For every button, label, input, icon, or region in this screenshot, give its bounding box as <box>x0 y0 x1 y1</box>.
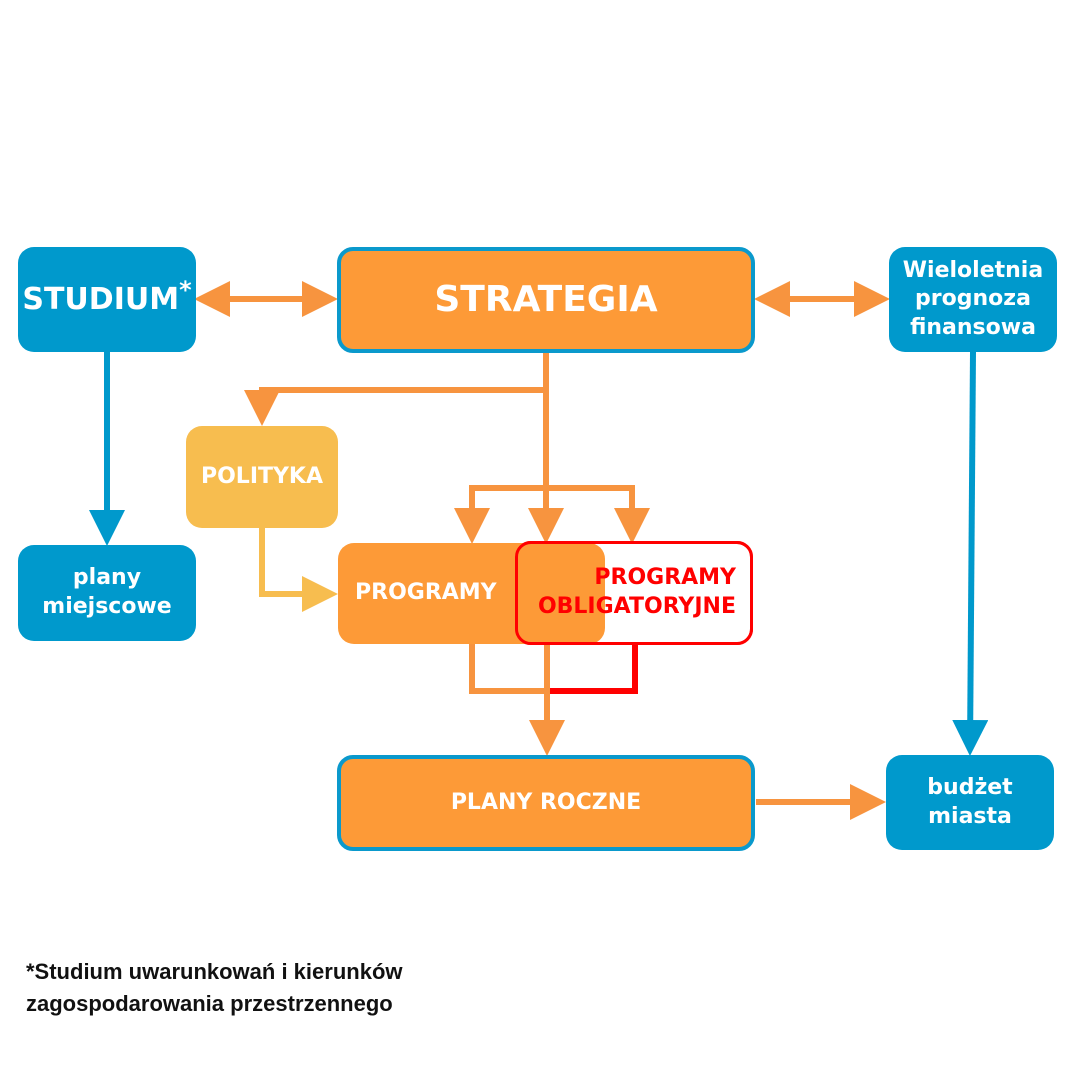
node-plany-roczne: PLANY ROCZNE <box>337 755 755 851</box>
node-plany-miejscowe: plany miejscowe <box>18 545 196 641</box>
footnote: *Studium uwarunkowań i kierunków zagospo… <box>26 956 403 1020</box>
node-plany-miejscowe-line2: miejscowe <box>42 594 172 619</box>
node-programy-obligatoryjne-label: PROGRAMY OBLIGATORYJNE <box>515 541 753 645</box>
asterisk-marker: * <box>179 276 192 304</box>
node-polityka-label: POLITYKA <box>200 463 324 489</box>
node-budzet-miasta: budżet miasta <box>886 755 1054 850</box>
connector-programy-down <box>469 644 548 694</box>
node-polityka: POLITYKA <box>186 426 338 528</box>
node-programy: PROGRAMY <box>338 543 605 644</box>
arrow-polityka-programy <box>259 528 338 612</box>
node-studium-label: STUDIUM <box>22 282 180 317</box>
node-wieloletnia-prognoza-finansowa: Wieloletnia prognoza finansowa <box>889 247 1057 352</box>
node-programy-label: PROGRAMY <box>355 580 497 606</box>
arrow-strategia-programy-obligatoryjne <box>546 485 650 544</box>
arrow-strategia-programy <box>454 485 546 544</box>
node-plany-miejscowe-line1: plany <box>72 565 142 591</box>
node-plany-roczne-label: PLANY ROCZNE <box>450 789 642 815</box>
node-strategia-label: STRATEGIA <box>434 278 658 320</box>
node-budzet-line2: miasta <box>928 803 1012 829</box>
footnote-line1: *Studium uwarunkowań i kierunków <box>26 959 403 984</box>
node-wpf-line1: Wieloletnia <box>902 257 1044 283</box>
connector-obligatoryjne-down <box>548 644 638 694</box>
node-programy-obligatoryjne-line2: OBLIGATORYJNE <box>537 594 736 619</box>
arrow-wpf-budzet <box>952 351 989 756</box>
node-studium: STUDIUM* <box>18 247 196 352</box>
node-programy-obligatoryjne-line1: PROGRAMY <box>594 565 736 591</box>
arrow-strategia-polityka <box>244 387 546 426</box>
footnote-line2: zagospodarowania przestrzennego <box>26 991 393 1016</box>
node-wpf-line3: finansowa <box>910 314 1036 340</box>
node-budzet-line1: budżet <box>927 774 1013 800</box>
node-wpf-line2: prognoza <box>915 286 1031 312</box>
node-strategia: STRATEGIA <box>337 247 755 353</box>
